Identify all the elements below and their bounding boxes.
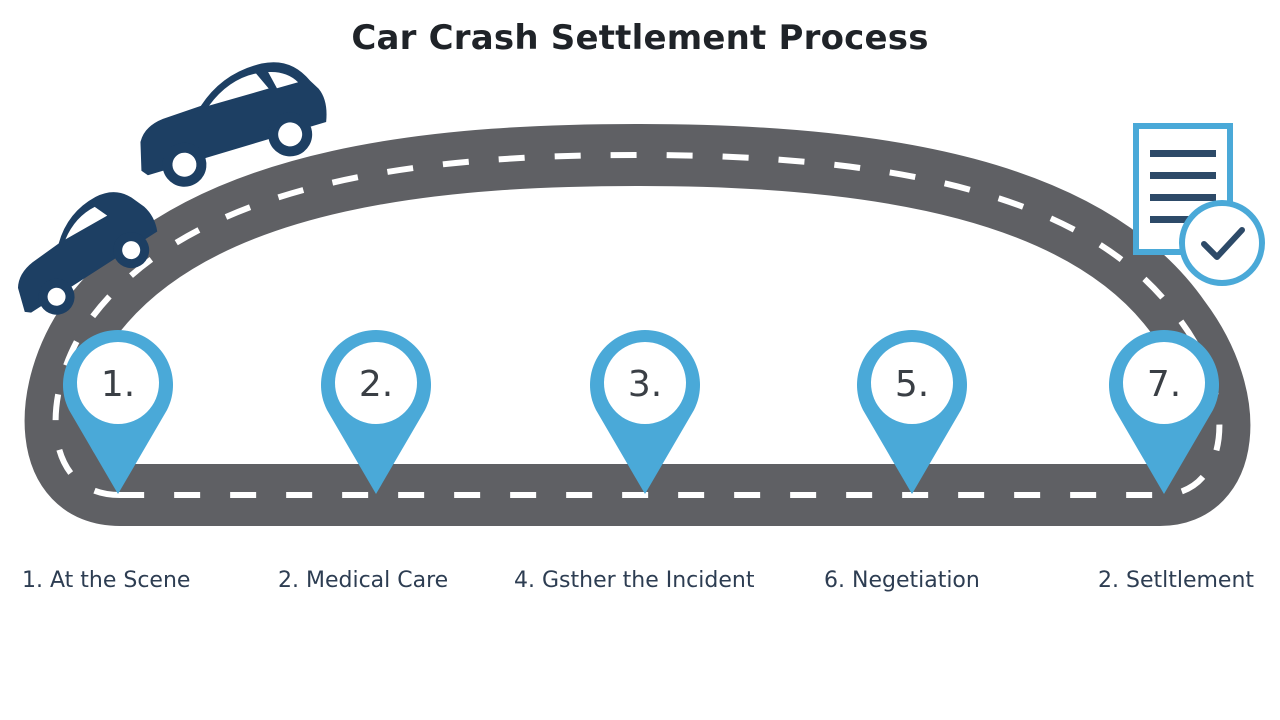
step-label-2: 2. Medical Care <box>278 568 449 593</box>
step-pin-2: 2. <box>321 330 431 494</box>
step-pin-number: 2. <box>359 364 393 405</box>
step-pin-number: 1. <box>101 364 135 405</box>
step-pin-number: 5. <box>895 364 929 405</box>
road-center-dashes <box>52 151 1223 498</box>
step-label-4: 6. Negetiation <box>824 568 980 593</box>
settlement-document-check-icon <box>1133 123 1265 286</box>
step-pin-1: 1. <box>62 330 173 494</box>
crashed-cars-icon <box>17 62 327 315</box>
step-pin-4: 5. <box>857 330 967 494</box>
step-pins: 1. 2. 3. 5. 7. <box>62 330 1219 494</box>
step-label-5: 2. Setltlement <box>1098 568 1255 593</box>
step-label-3: 4. Gsther the Incident <box>514 568 755 593</box>
step-pin-3: 3. <box>590 330 700 494</box>
step-pin-number: 3. <box>628 364 662 405</box>
step-pin-number: 7. <box>1147 364 1181 405</box>
step-label-1: 1. At the Scene <box>22 568 191 593</box>
step-pin-5: 7. <box>1109 330 1219 494</box>
diagram-title: Car Crash Settlement Process <box>351 18 929 58</box>
